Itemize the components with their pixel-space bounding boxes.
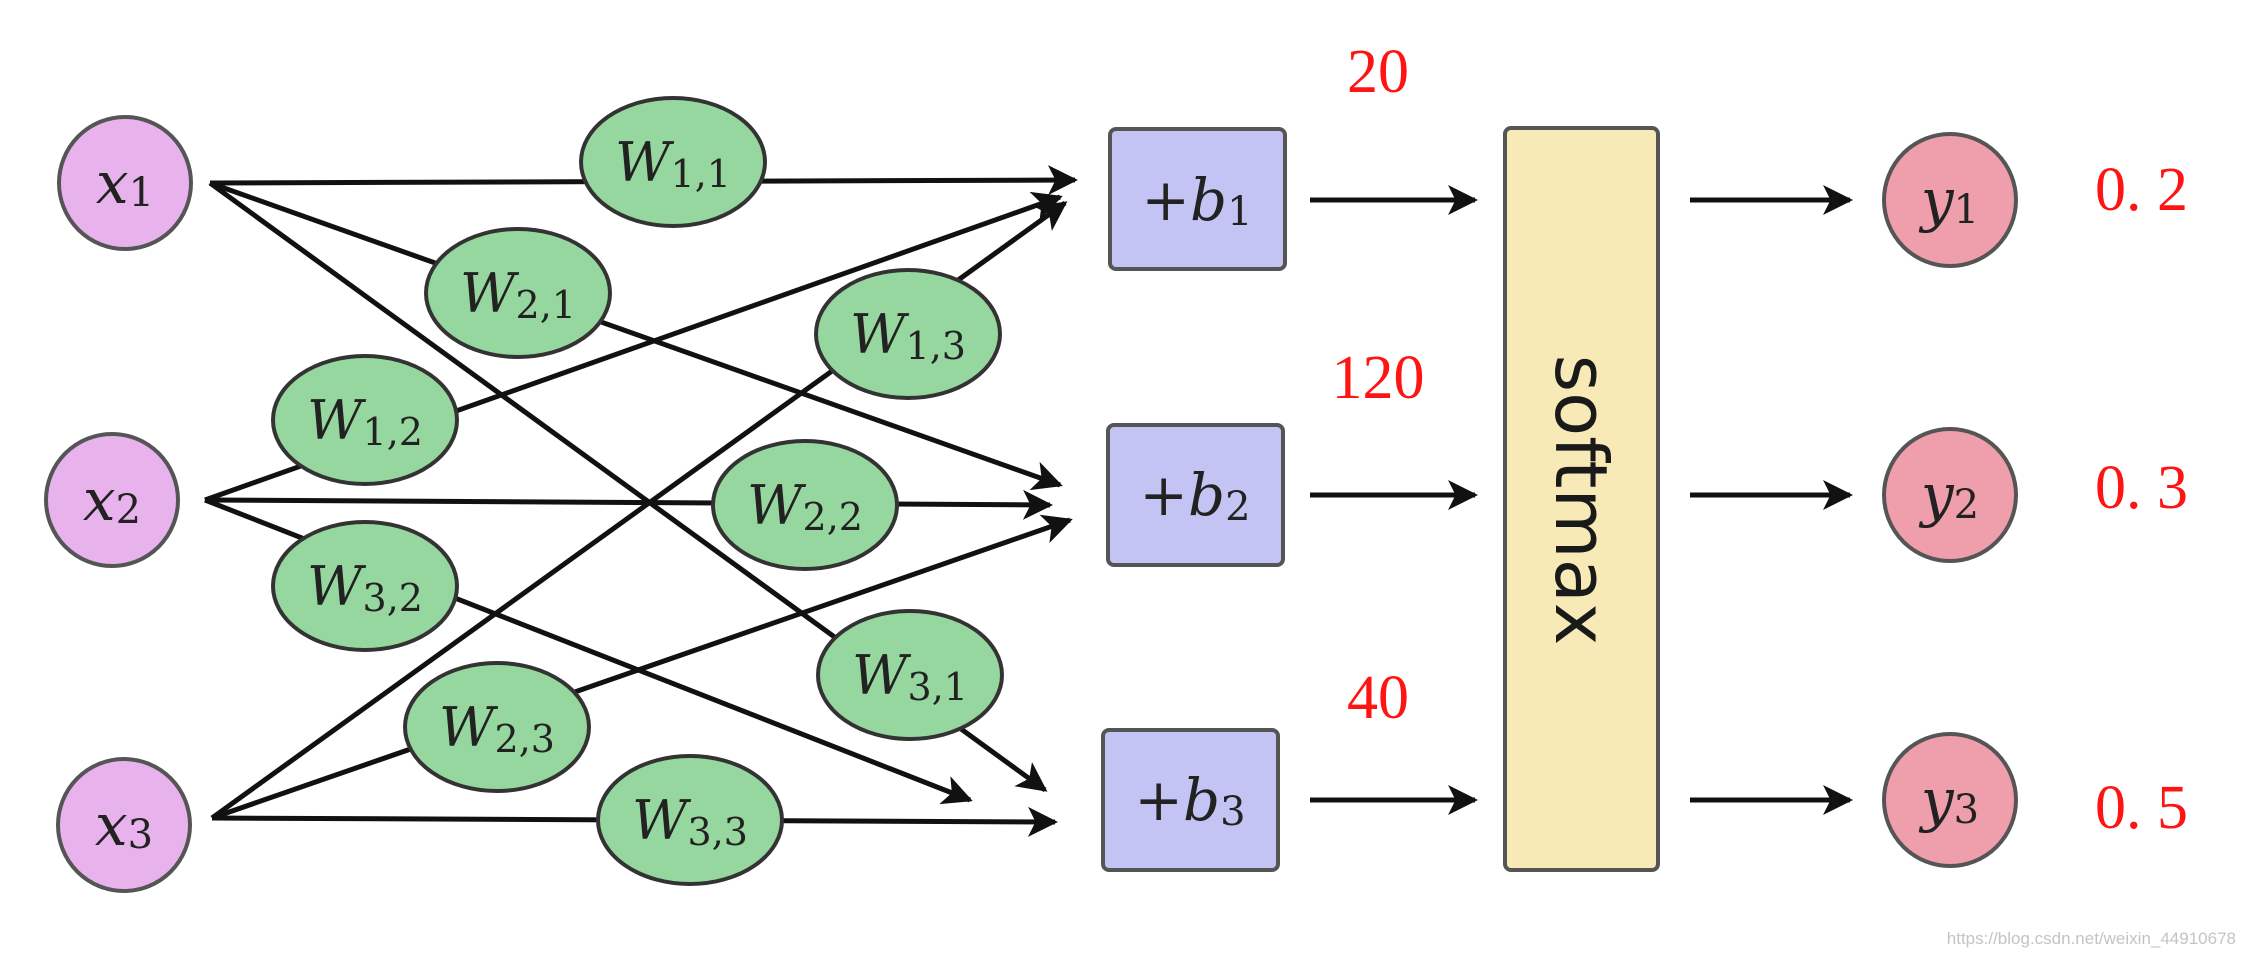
svg-text:x1: x1 bbox=[96, 149, 154, 217]
probability-label-2: 0. 3 bbox=[2095, 454, 2188, 522]
svg-text:W3,3: W3,3 bbox=[632, 789, 748, 855]
watermark: https://blog.csdn.net/weixin_44910678 bbox=[1947, 929, 2236, 948]
svg-text:W3,2: W3,2 bbox=[307, 555, 423, 621]
svg-text:x3: x3 bbox=[95, 791, 153, 859]
softmax-box: softmax bbox=[1503, 126, 1660, 872]
output-node-y3: y3 bbox=[1882, 732, 2018, 868]
svg-text:W2,2: W2,2 bbox=[747, 474, 863, 540]
logit-label-3: 40 bbox=[1347, 664, 1409, 732]
output-node-y2: y2 bbox=[1882, 427, 2018, 563]
svg-text:W3,1: W3,1 bbox=[852, 644, 968, 710]
svg-text:W2,1: W2,1 bbox=[460, 262, 576, 328]
svg-text:y1: y1 bbox=[1918, 166, 1979, 234]
bias-box-b2: +b2 bbox=[1106, 423, 1285, 567]
input-node-x2: x2 bbox=[44, 432, 180, 568]
input-node-x3: x3 bbox=[56, 757, 192, 893]
edge-x2-b2 bbox=[204, 489, 1053, 520]
weight-node-w12: W1,2 bbox=[271, 354, 459, 486]
probability-label-3: 0. 5 bbox=[2095, 774, 2188, 842]
weight-node-w13: W1,3 bbox=[814, 268, 1002, 400]
probability-label-1: 0. 2 bbox=[2095, 156, 2188, 224]
weight-node-w11: W1,1 bbox=[579, 96, 767, 228]
svg-text:W2,3: W2,3 bbox=[439, 696, 555, 762]
weight-node-w23: W2,3 bbox=[403, 661, 591, 793]
svg-text:x2: x2 bbox=[83, 466, 141, 534]
weight-node-w31: W3,1 bbox=[816, 609, 1004, 741]
logit-label-2: 120 bbox=[1332, 344, 1425, 412]
svg-text:W1,1: W1,1 bbox=[615, 131, 731, 197]
svg-text:+b3: +b3 bbox=[1134, 766, 1245, 835]
edge-x3-b2 bbox=[211, 514, 1073, 821]
svg-text:W1,3: W1,3 bbox=[850, 303, 966, 369]
logit-label-1: 20 bbox=[1347, 38, 1409, 106]
svg-text:y2: y2 bbox=[1918, 461, 1979, 529]
output-node-y1: y1 bbox=[1882, 132, 2018, 268]
svg-text:+b1: +b1 bbox=[1141, 166, 1252, 235]
edge-x1-b2 bbox=[209, 180, 1063, 491]
svg-text:y3: y3 bbox=[1918, 766, 1979, 834]
weight-node-w32: W3,2 bbox=[271, 520, 459, 652]
flow-edges bbox=[1310, 185, 1853, 815]
bias-box-b3: +b3 bbox=[1101, 728, 1280, 872]
bias-box-b1: +b1 bbox=[1108, 127, 1287, 271]
softmax-label: softmax bbox=[1539, 355, 1623, 646]
weight-node-w22: W2,2 bbox=[711, 439, 899, 571]
weight-node-w33: W3,3 bbox=[596, 754, 784, 886]
input-node-x1: x1 bbox=[57, 115, 193, 251]
weight-node-w21: W2,1 bbox=[424, 227, 612, 359]
svg-text:W1,2: W1,2 bbox=[307, 389, 423, 455]
svg-text:+b2: +b2 bbox=[1139, 461, 1250, 530]
